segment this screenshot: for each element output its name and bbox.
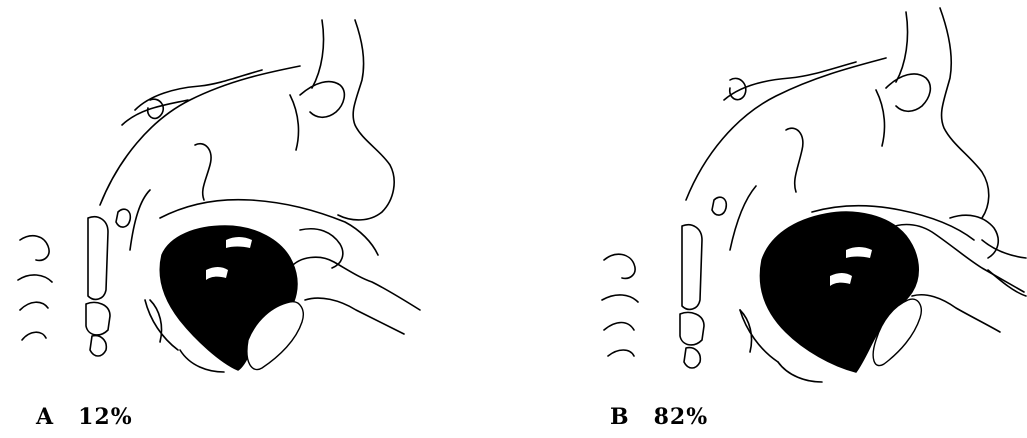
orbit-outline xyxy=(876,12,908,146)
forehead-outline xyxy=(338,20,394,220)
nasal-cavity-outline xyxy=(300,82,344,118)
thumb-outline xyxy=(305,298,404,334)
figure-caption-b: B 82% xyxy=(610,404,708,430)
figure-percentage: 12% xyxy=(78,404,133,430)
cervical-spine-outline xyxy=(602,254,638,356)
nasal-cavity-outline xyxy=(886,74,930,111)
figure-letter: B xyxy=(610,404,630,430)
teeth-highlight xyxy=(846,247,872,258)
airway-illustration-a xyxy=(0,0,500,400)
cervical-spine-outline xyxy=(18,236,52,340)
sinus-outline xyxy=(730,78,746,99)
skull-outline xyxy=(686,58,886,200)
pterygoid-outline xyxy=(786,128,803,192)
figure-caption-a: A 12% xyxy=(36,404,133,430)
hand-outline xyxy=(290,257,420,310)
upper-teeth-outline xyxy=(950,215,998,258)
figure-panel-a: A 12% xyxy=(0,0,500,438)
dens-outline xyxy=(712,197,726,215)
teeth-highlight xyxy=(226,237,252,248)
vertebra-outline xyxy=(86,217,110,356)
skull-outline xyxy=(100,66,300,205)
dens-outline xyxy=(116,209,130,227)
figure-letter: A xyxy=(36,404,54,430)
figure-percentage: 82% xyxy=(654,404,709,430)
orbit-outline xyxy=(290,20,324,150)
thumb-outline xyxy=(912,295,1000,332)
figure-panel-b: B 82% xyxy=(590,0,1027,438)
upper-teeth-outline xyxy=(300,229,343,268)
airway-illustration-b xyxy=(590,0,1027,400)
forehead-outline xyxy=(940,8,989,218)
pterygoid-outline xyxy=(195,144,211,200)
lip-outline xyxy=(982,240,1026,296)
vertebra-outline xyxy=(680,225,704,368)
